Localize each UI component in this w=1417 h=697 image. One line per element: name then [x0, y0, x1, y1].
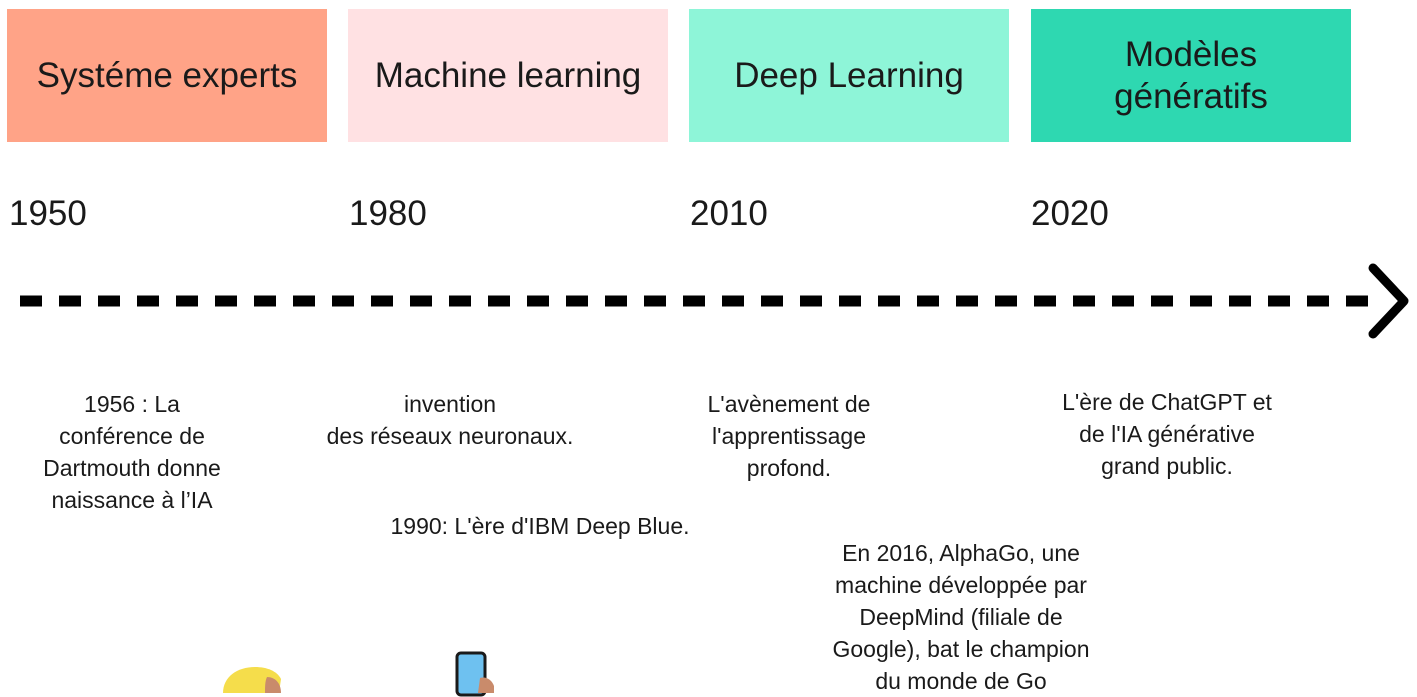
year-label-2010: 2010 — [690, 194, 768, 233]
era-box-generative-models: Modèles génératifs — [1031, 9, 1351, 142]
description-2016: En 2016, AlphaGo, une machine développée… — [832, 540, 1090, 694]
era-box-expert-systems: Systéme experts — [7, 9, 327, 142]
description-2020: L'ère de ChatGPT et de l'IA générative g… — [1062, 389, 1272, 479]
chevron-right-icon — [1368, 263, 1409, 339]
description-1980: invention des réseaux neuronaux. — [326, 391, 574, 449]
era-box-machine-learning: Machine learning — [348, 9, 668, 142]
person-head-illustration — [223, 667, 281, 693]
face-shape — [265, 677, 281, 693]
era-box-deep-learning: Deep Learning — [689, 9, 1009, 142]
description-1950: 1956 : La conférence de Dartmouth donne … — [43, 391, 221, 513]
hand-shape — [478, 677, 494, 693]
timeline-axis — [20, 263, 1409, 339]
description-1990: 1990: L'ère d'IBM Deep Blue. — [390, 513, 690, 539]
year-label-1980: 1980 — [349, 194, 427, 233]
year-label-1950: 1950 — [9, 194, 87, 233]
hand-holding-phone-illustration — [455, 651, 494, 697]
description-2010: L'avènement de l'apprentissage profond. — [707, 391, 871, 481]
year-label-2020: 2020 — [1031, 194, 1109, 233]
